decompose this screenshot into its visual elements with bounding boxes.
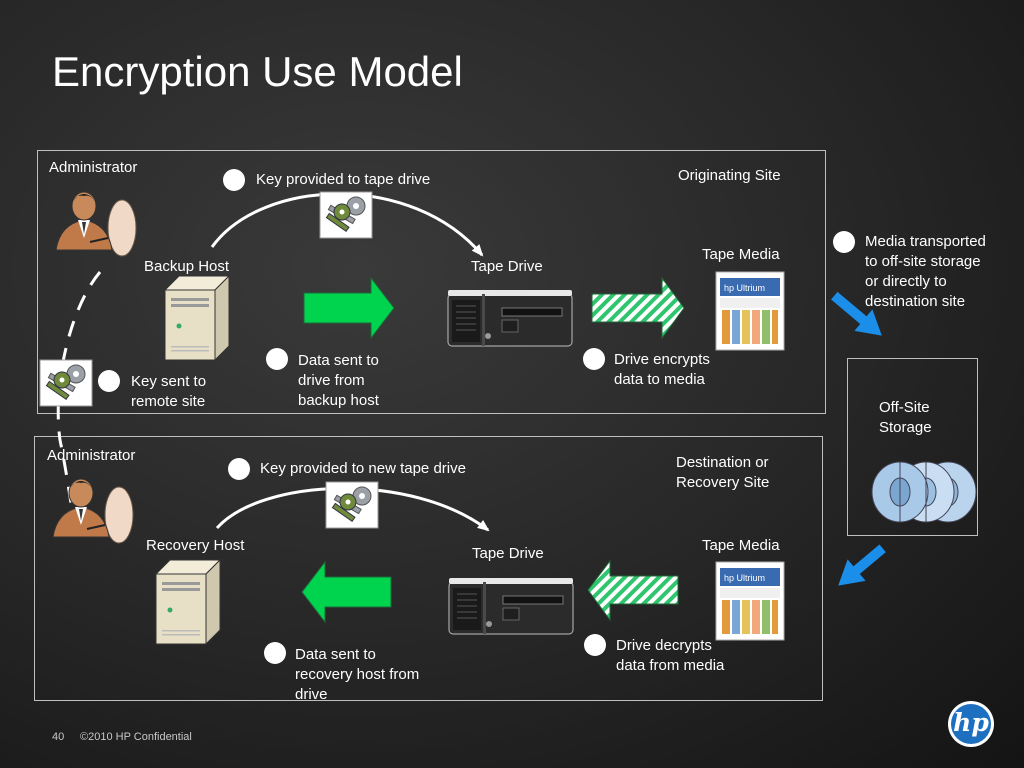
originating-site-label: Originating Site (678, 167, 781, 184)
step-bullet (584, 634, 606, 656)
copyright-text: ©2010 HP Confidential (80, 731, 192, 743)
page-number: 40 (52, 731, 65, 743)
key-provided-new-label: Key provided to new tape drive (260, 460, 466, 477)
data-arrow-left-solid (301, 560, 392, 624)
tape-media-label-bottom: Tape Media (702, 537, 780, 554)
data-arrow-right-solid (303, 276, 395, 340)
data-arrow-right-hatched (591, 276, 685, 340)
step-bullet (98, 370, 120, 392)
administrator-label-top: Administrator (49, 159, 138, 176)
tape-cartridge-icon (715, 561, 785, 641)
tape-drive-label-top: Tape Drive (471, 258, 543, 275)
key-transfer-dashed-line (56, 271, 102, 531)
server-tower-icon (164, 275, 230, 361)
transport-arrow-back (838, 544, 886, 586)
tape-drive-icon (447, 289, 573, 347)
tape-cartridge-icon (715, 271, 785, 351)
keys-icon (39, 359, 93, 407)
destination-site-panel (34, 436, 823, 701)
originating-site-panel (37, 150, 826, 414)
hp-logo-text: hp (953, 708, 989, 737)
backup-host-label: Backup Host (144, 258, 230, 275)
offsite-storage-panel (847, 358, 978, 536)
key-provided-label: Key provided to tape drive (256, 171, 431, 188)
server-tower-icon (155, 559, 221, 645)
step-bullet (266, 348, 288, 370)
tape-media-label-top: Tape Media (702, 246, 780, 263)
page-title: Encryption Use Model (52, 48, 463, 95)
keys-icon (319, 191, 373, 239)
transport-arrow-down (831, 291, 882, 336)
step-bullet (228, 458, 250, 480)
data-arrow-left-hatched (587, 559, 679, 622)
step-bullet (583, 348, 605, 370)
tape-drive-label-bottom: Tape Drive (472, 545, 544, 562)
tape-reels-icon (871, 461, 977, 523)
administrator-icon (55, 191, 137, 257)
keys-icon (325, 481, 379, 529)
administrator-icon (52, 478, 134, 544)
step-bullet (264, 642, 286, 664)
tape-drive-icon (448, 577, 574, 635)
step-bullet (833, 231, 855, 253)
hp-logo (948, 701, 994, 747)
step-bullet (223, 169, 245, 191)
recovery-host-label: Recovery Host (146, 537, 245, 554)
administrator-label-bottom: Administrator (47, 447, 136, 464)
